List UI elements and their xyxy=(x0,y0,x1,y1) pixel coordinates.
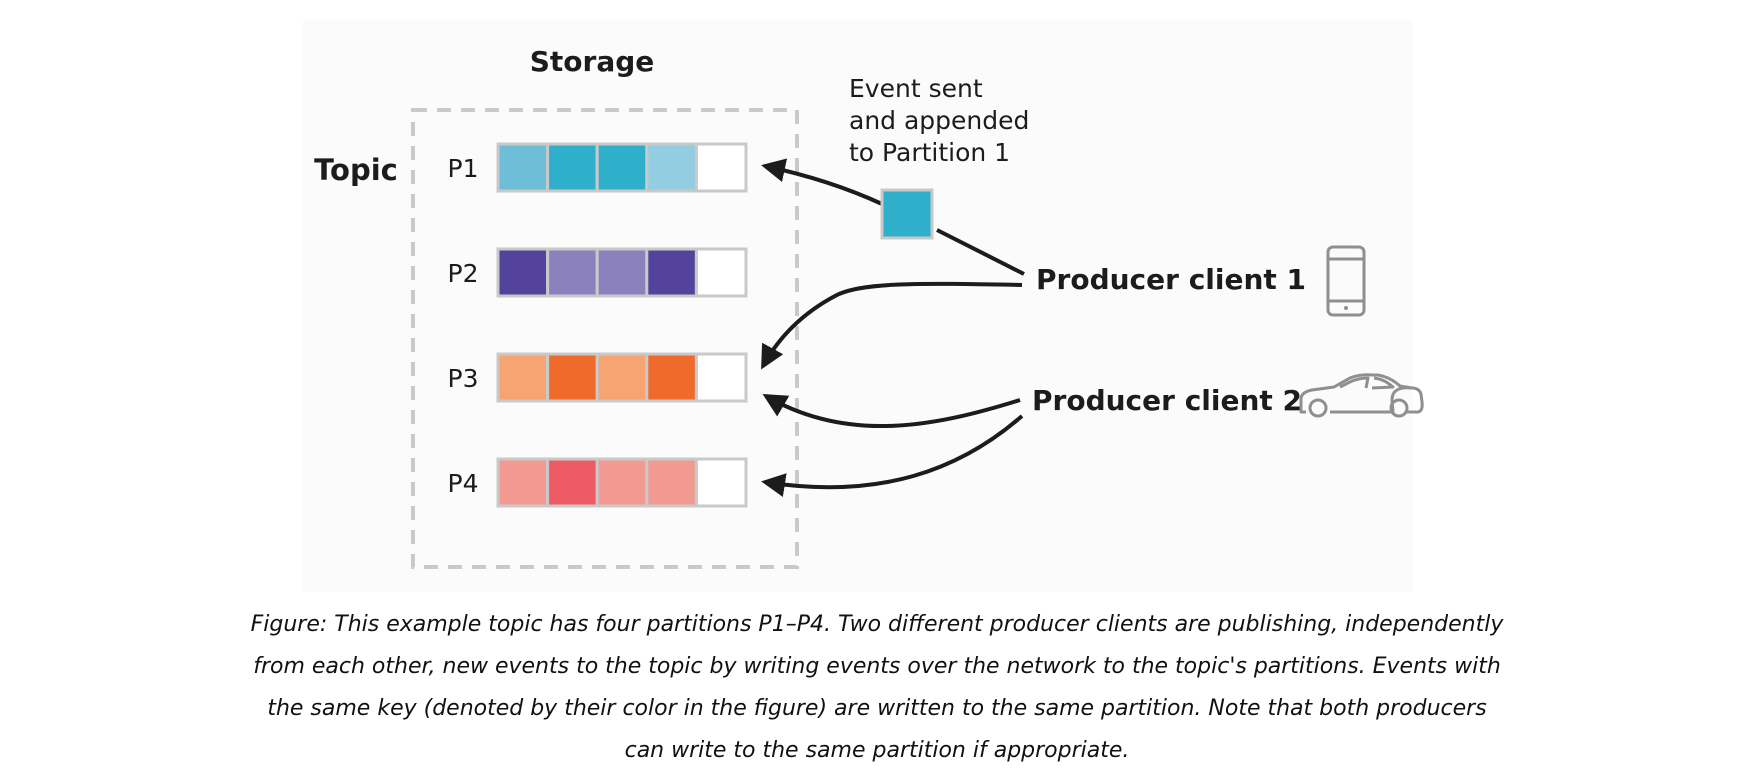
partition-label: P4 xyxy=(448,469,479,498)
partition-empty-slot xyxy=(694,352,748,403)
partition-empty-slot xyxy=(694,142,748,193)
partition-event-cell xyxy=(496,352,550,403)
car-icon xyxy=(1299,373,1424,418)
partition-empty-slot xyxy=(694,457,748,508)
producer-2-label: Producer client 2 xyxy=(1032,384,1302,417)
event-note-line: Event sent xyxy=(849,74,983,103)
figure-caption: Figure: This example topic has four part… xyxy=(250,612,1504,763)
arrow-producer2-to-p3 xyxy=(762,393,1021,429)
partition-event-cell xyxy=(645,457,698,508)
partition-label: P1 xyxy=(448,154,479,183)
partition-event-cell xyxy=(645,247,698,298)
partition-event-cell xyxy=(546,457,599,508)
partition-event-cell xyxy=(595,352,649,403)
event-note: Event sent and appended to Partition 1 xyxy=(849,74,1037,167)
storage-label: Storage xyxy=(530,45,655,78)
partition-event-cell xyxy=(496,457,550,508)
arrow-producer2-to-p4 xyxy=(761,414,1024,497)
event-square xyxy=(880,188,934,240)
partition-event-cell xyxy=(645,142,698,193)
link-producer1-to-event xyxy=(936,228,1025,276)
partition-event-cell xyxy=(595,247,649,298)
smartphone-icon xyxy=(1326,245,1366,317)
partition-event-cell xyxy=(496,142,550,193)
topic-label: Topic xyxy=(314,153,398,187)
partition-event-cell xyxy=(595,457,649,508)
partition-event-cell xyxy=(546,142,599,193)
partition-event-cell xyxy=(496,247,550,298)
partition-label: P3 xyxy=(448,364,479,393)
partition-label: P2 xyxy=(448,259,479,288)
producer-1-label: Producer client 1 xyxy=(1036,263,1306,296)
arrow-producer1-to-p3 xyxy=(761,281,1023,370)
partition-event-cell xyxy=(595,142,649,193)
event-note-line: to Partition 1 xyxy=(849,138,1010,167)
figure-panel xyxy=(303,20,1413,592)
partition-event-cell xyxy=(546,247,599,298)
partition-event-cell xyxy=(546,352,599,403)
partition-empty-slot xyxy=(694,247,748,298)
partition-event-cell xyxy=(645,352,698,403)
storage-box xyxy=(411,108,799,569)
event-note-line: and appended xyxy=(849,106,1029,135)
arrow-event-to-p1 xyxy=(761,158,883,206)
